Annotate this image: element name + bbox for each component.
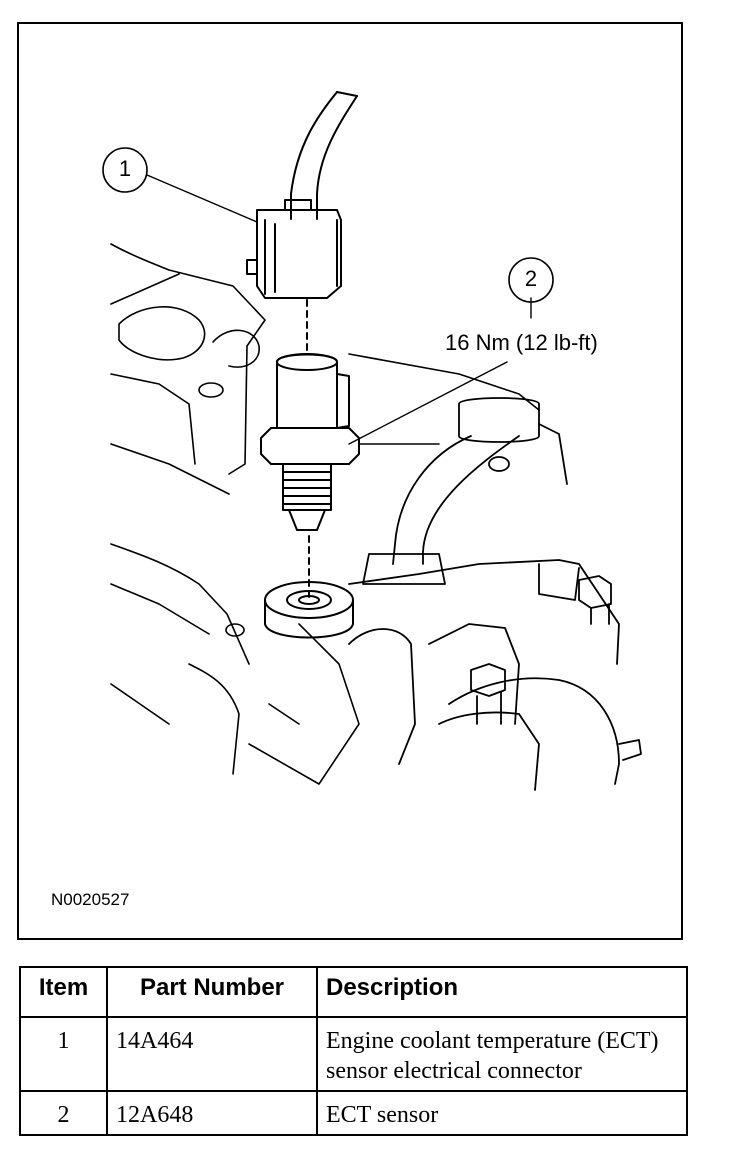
figure-frame: 1 2 16 Nm (12 lb-ft) N0020527 xyxy=(17,22,683,940)
row-description: ECT sensor xyxy=(316,1090,688,1136)
row-part-number: 12A648 xyxy=(106,1090,318,1136)
callout-number-2: 2 xyxy=(524,266,538,291)
table-header-row: Item Part Number Description xyxy=(19,966,688,1018)
row-part-number: 14A464 xyxy=(106,1016,318,1092)
electrical-connector xyxy=(246,199,342,299)
torque-spec: 16 Nm (12 lb-ft) xyxy=(445,330,598,355)
engine-illustration xyxy=(102,91,642,791)
row-item: 1 xyxy=(19,1016,108,1092)
table-row: 1 14A464 Engine coolant temperature (ECT… xyxy=(19,1016,688,1092)
intake-manifold xyxy=(110,243,540,785)
thermostat-housing xyxy=(348,559,642,791)
coolant-tube xyxy=(362,397,568,585)
wire-harness xyxy=(290,91,358,220)
figure-id: N0020527 xyxy=(51,890,130,909)
header-item: Item xyxy=(19,966,108,1018)
header-part-number: Part Number xyxy=(106,966,318,1018)
table-row: 2 12A648 ECT sensor xyxy=(19,1090,688,1136)
sensor-port xyxy=(264,581,354,639)
leader-line-2 xyxy=(348,361,508,445)
callout-number-1: 1 xyxy=(118,156,132,181)
callout-circle-1 xyxy=(102,147,148,193)
callout-circle-2 xyxy=(508,257,554,303)
row-item: 2 xyxy=(19,1090,108,1136)
leader-line-1 xyxy=(146,174,258,223)
ect-sensor xyxy=(260,353,360,531)
header-description: Description xyxy=(316,966,688,1018)
row-description: Engine coolant temperature (ECT) sensor … xyxy=(316,1016,688,1092)
parts-table: Item Part Number Description 1 14A464 En… xyxy=(19,966,688,1136)
